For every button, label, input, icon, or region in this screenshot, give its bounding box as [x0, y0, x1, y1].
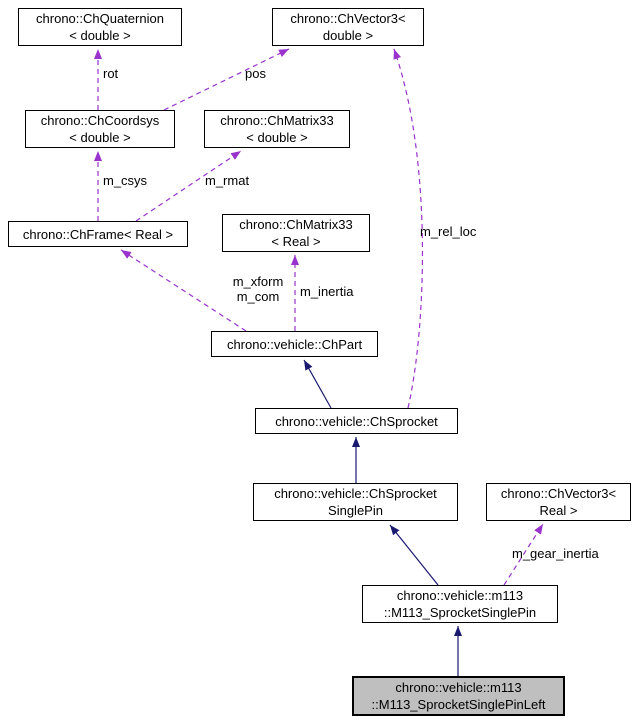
class-node-chcoordsys[interactable]: chrono::ChCoordsys < double > — [25, 110, 175, 148]
class-name-line: chrono::ChCoordsys — [40, 113, 160, 128]
edge-m113singlepin-to-singlepin — [389, 524, 439, 586]
class-name-line: chrono::vehicle::ChSprocket — [275, 413, 438, 429]
edge-pos — [163, 48, 290, 111]
class-node-chmatrix33-real[interactable]: chrono::ChMatrix33 < Real > — [222, 214, 370, 252]
class-node-m113-sprocketsinglepinleft-current: chrono::vehicle::m113 ::M113_SprocketSin… — [352, 676, 565, 716]
edge-label-line: m_com — [236, 289, 280, 304]
edge-m-xform-m-com — [120, 249, 247, 332]
class-name-line: chrono::ChVector3< — [290, 11, 406, 26]
class-name-line: chrono::vehicle::ChSprocket — [274, 486, 437, 501]
class-name-line: ::M113_SprocketSinglePinLeft — [371, 697, 546, 712]
class-name-line: chrono::vehicle::m113 — [395, 680, 522, 695]
edge-label-pos: pos — [245, 66, 266, 81]
class-name-line: double > — [322, 28, 374, 43]
class-node-chpart[interactable]: chrono::vehicle::ChPart — [211, 331, 378, 357]
class-name-line: < double > — [69, 130, 131, 145]
class-node-chsprocketsinglepin[interactable]: chrono::vehicle::ChSprocket SinglePin — [253, 483, 458, 521]
class-name-line: chrono::ChMatrix33 — [220, 113, 334, 128]
class-node-chframe[interactable]: chrono::ChFrame< Real > — [8, 221, 188, 247]
class-name-line: < Real > — [271, 234, 321, 249]
edge-label-m-csys: m_csys — [103, 173, 148, 188]
class-name-line: chrono::ChMatrix33 — [239, 217, 353, 232]
class-node-chquaternion[interactable]: chrono::ChQuaternion < double > — [18, 8, 182, 46]
class-name-line: chrono::ChQuaternion — [36, 11, 164, 26]
class-node-m113-sprocketsinglepin[interactable]: chrono::vehicle::m113 ::M113_SprocketSin… — [362, 585, 558, 623]
class-node-chsprocket[interactable]: chrono::vehicle::ChSprocket — [255, 408, 458, 434]
class-node-chvector3-real[interactable]: chrono::ChVector3< Real > — [486, 483, 631, 521]
class-name-line: chrono::vehicle::m113 — [396, 588, 524, 603]
edge-label-m-xform-m-com: m_xform m_com — [224, 274, 292, 304]
edge-label-m-gear-inertia: m_gear_inertia — [512, 546, 599, 561]
class-name-line: < double > — [246, 130, 308, 145]
class-name-line: < double > — [69, 28, 131, 43]
edge-label-m-rmat: m_rmat — [205, 173, 250, 188]
edge-label-m-inertia: m_inertia — [300, 284, 354, 299]
class-node-chvector3-double[interactable]: chrono::ChVector3< double > — [272, 8, 424, 46]
class-name-line: chrono::vehicle::ChPart — [226, 336, 363, 352]
class-name-line: SinglePin — [328, 503, 383, 518]
class-name-line: chrono::ChFrame< Real > — [22, 226, 174, 242]
edge-chsprocket-to-chpart — [303, 359, 332, 409]
edge-m-rmat — [135, 150, 242, 222]
edge-m-rel-loc — [393, 48, 424, 409]
class-name-line: chrono::ChVector3< — [500, 486, 617, 501]
edge-m-gear-inertia — [503, 523, 544, 586]
edge-label-m-rel-loc: m_rel_loc — [420, 224, 477, 239]
class-name-line: ::M113_SprocketSinglePin — [383, 605, 537, 620]
class-node-chmatrix33-double[interactable]: chrono::ChMatrix33 < double > — [204, 110, 350, 148]
edge-label-rot: rot — [103, 66, 119, 81]
edge-label-line: m_xform — [232, 274, 284, 289]
class-name-line: Real > — [539, 503, 578, 518]
